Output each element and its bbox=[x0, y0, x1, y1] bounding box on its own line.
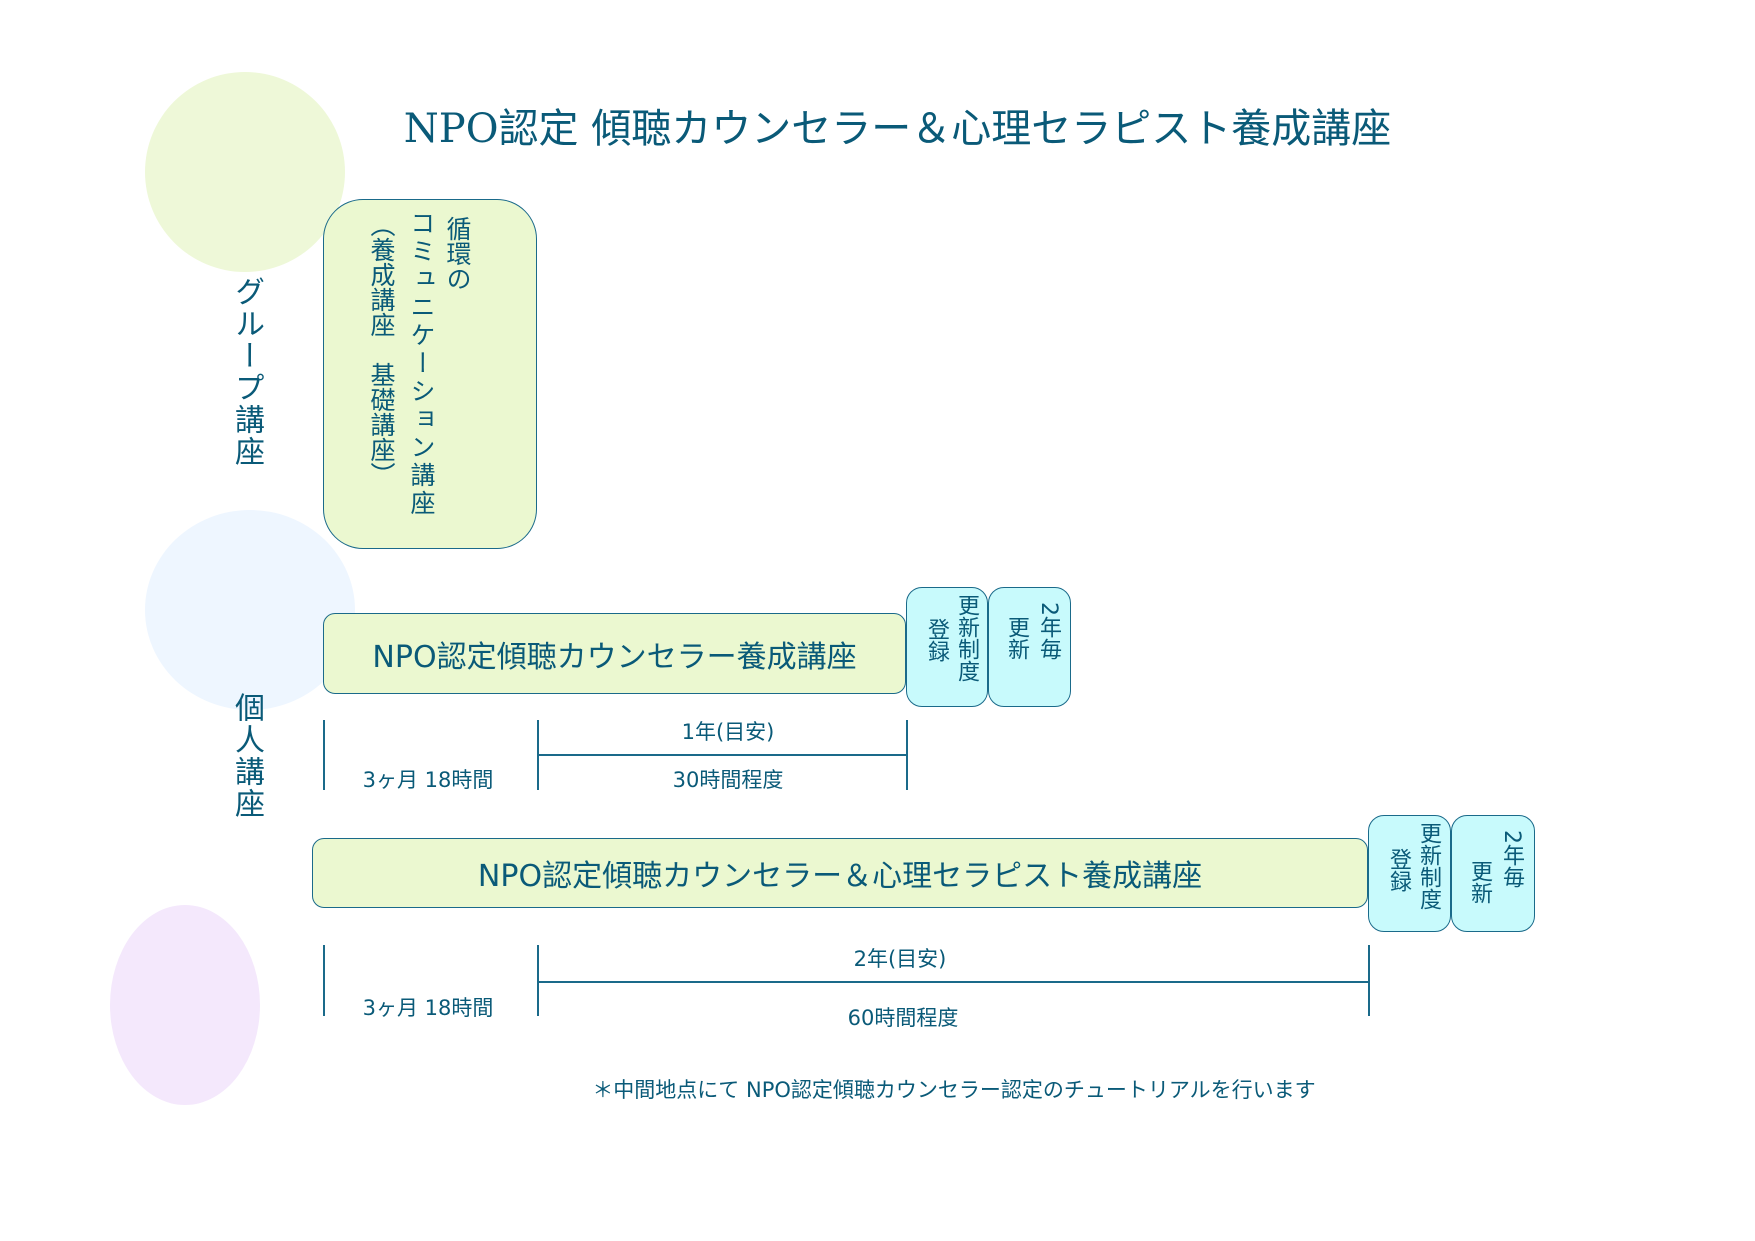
course2-renewal-box: 2年毎 更新 bbox=[1451, 815, 1535, 932]
timeline2-line bbox=[537, 981, 1369, 983]
course1-renewal-box: 2年毎 更新 bbox=[988, 587, 1071, 707]
course1-part2-duration: 30時間程度 bbox=[672, 768, 784, 792]
course1-renew-line2: 更新 bbox=[1004, 616, 1029, 660]
course1-total-duration: 1年(目安) bbox=[681, 720, 775, 744]
course2-renew-line1: 2年毎 bbox=[1499, 830, 1524, 888]
course2-renew-line2: 更新 bbox=[1467, 860, 1492, 904]
timeline2-tick bbox=[1368, 945, 1370, 1016]
course1-box: NPO認定傾聴カウンセラー養成講座 bbox=[323, 613, 906, 694]
page-title: NPO認定 傾聴カウンセラー＆心理セラピスト養成講座 bbox=[403, 106, 1392, 152]
course1-reg-line2: 登録 bbox=[924, 618, 949, 662]
course1-registration-box: 更新制度 登録 bbox=[906, 587, 988, 707]
group-course-line2: コミュニケーション講座 bbox=[407, 210, 436, 518]
course2-part2-duration: 60時間程度 bbox=[847, 1006, 959, 1030]
timeline2-tick bbox=[537, 945, 539, 1016]
course1-part1-duration: 3ヶ月 18時間 bbox=[362, 768, 494, 792]
balloon-green-decoration bbox=[145, 72, 345, 272]
course2-reg-line1: 更新制度 bbox=[1416, 822, 1441, 910]
timeline2-tick bbox=[323, 945, 325, 1016]
course1-renew-line1: 2年毎 bbox=[1036, 602, 1061, 660]
individual-course-label: 個人講座 bbox=[229, 692, 264, 820]
group-course-line3: （養成講座 基礎講座） bbox=[367, 212, 396, 487]
group-course-box: 循環の コミュニケーション講座 （養成講座 基礎講座） bbox=[323, 199, 537, 549]
balloon-blue-decoration bbox=[145, 510, 355, 710]
course2-registration-box: 更新制度 登録 bbox=[1368, 815, 1451, 932]
balloon-purple-decoration bbox=[110, 905, 260, 1105]
group-course-label: グループ講座 bbox=[229, 276, 264, 468]
footnote: ＊中間地点にて NPO認定傾聴カウンセラー認定のチュートリアルを行います bbox=[592, 1078, 1316, 1102]
course2-part1-duration: 3ヶ月 18時間 bbox=[362, 996, 494, 1020]
timeline1-line bbox=[537, 754, 907, 756]
timeline1-tick bbox=[323, 720, 325, 790]
course1-name: NPO認定傾聴カウンセラー養成講座 bbox=[372, 639, 857, 675]
course2-name: NPO認定傾聴カウンセラー＆心理セラピスト養成講座 bbox=[477, 859, 1203, 894]
course2-box: NPO認定傾聴カウンセラー＆心理セラピスト養成講座 bbox=[312, 838, 1368, 908]
course2-total-duration: 2年(目安) bbox=[853, 947, 947, 971]
course2-reg-line2: 登録 bbox=[1386, 848, 1411, 892]
group-course-line1: 循環の bbox=[443, 216, 472, 291]
course1-reg-line1: 更新制度 bbox=[954, 594, 979, 682]
